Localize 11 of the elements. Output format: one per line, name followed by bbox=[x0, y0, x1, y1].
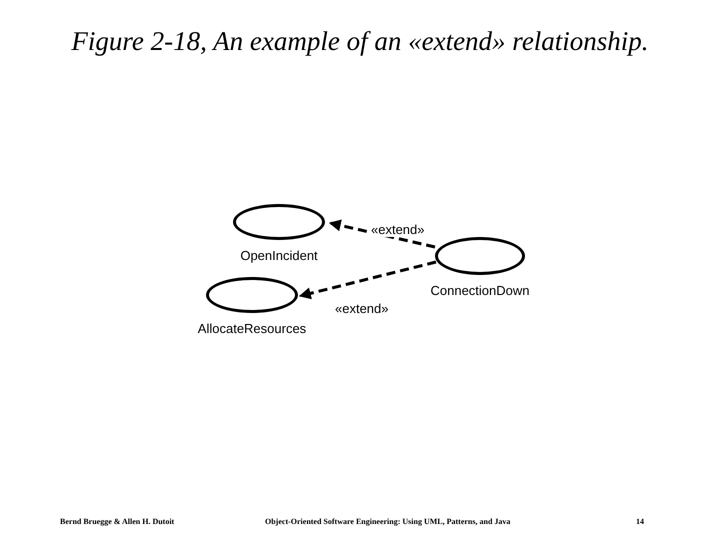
footer-text: 14 bbox=[636, 517, 644, 526]
figure-title: Figure 2-18, An example of an «extend» relationship. bbox=[70, 26, 650, 57]
use-case-name: ConnectionDown bbox=[430, 283, 530, 298]
use-case-name: AllocateResources bbox=[198, 321, 306, 336]
footer-text: Bernd Bruegge & Allen H. Dutoit bbox=[60, 517, 174, 526]
edge-label: «extend» bbox=[370, 222, 426, 237]
edge-label: «extend» bbox=[334, 301, 390, 316]
dashed-arrow bbox=[328, 220, 436, 248]
footer-text: Object-Oriented Software Engineering: Using UML, Patterns, and Java bbox=[265, 517, 510, 526]
use-case-name: OpenIncident bbox=[240, 248, 318, 263]
dashed-arrow bbox=[298, 260, 436, 300]
